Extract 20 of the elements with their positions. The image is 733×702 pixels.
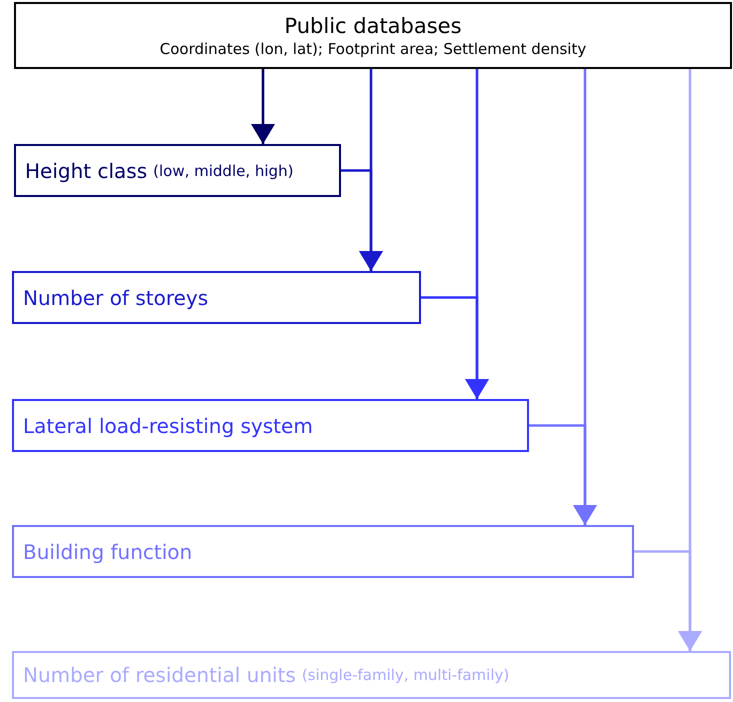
arrow	[634, 550, 702, 651]
node-title: Lateral load-resisting system	[23, 414, 313, 438]
node-subtitle: (low, middle, high)	[153, 162, 294, 180]
node-title: Number of residential units	[23, 663, 296, 687]
source-box	[14, 2, 732, 69]
node-title: Height class	[25, 158, 148, 182]
node-title: Building function	[23, 540, 192, 564]
attribute-box	[12, 525, 634, 578]
node-title: Number of storeys	[23, 286, 208, 310]
attribute-box	[12, 399, 529, 452]
node-subtitle: Coordinates (lon, lat); Footprint area; Settlement density	[160, 40, 586, 58]
attribute-box	[12, 651, 731, 699]
attribute-box	[12, 271, 421, 324]
node-subtitle: (single-family, multi-family)	[302, 666, 510, 684]
arrow	[251, 69, 275, 144]
attribute-box	[14, 144, 341, 197]
arrow	[341, 169, 383, 271]
node-title: Public databases	[284, 14, 462, 38]
arrow	[529, 424, 597, 525]
arrow	[421, 296, 489, 399]
